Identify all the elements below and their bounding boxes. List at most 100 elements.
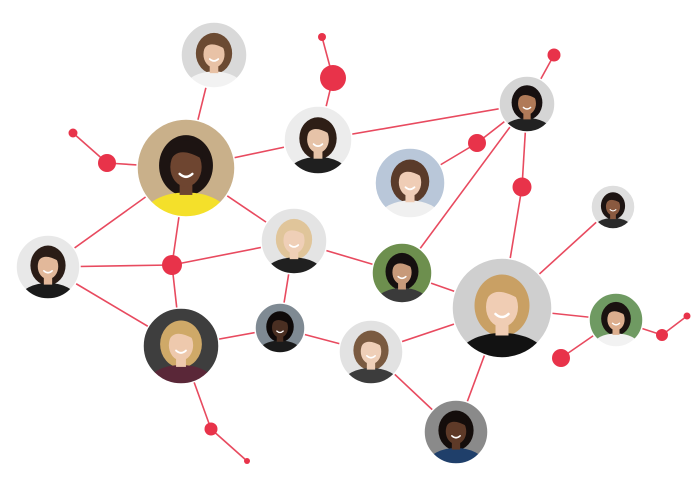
portrait-woman-long-dark-hair (499, 76, 555, 132)
portrait-smile (288, 244, 300, 248)
portrait-woman-yellow-top (137, 119, 235, 217)
portrait-fringe (282, 222, 306, 238)
portrait-face (605, 197, 621, 216)
portrait-shoulders (593, 333, 639, 347)
portrait-face (445, 418, 467, 445)
portrait-face (168, 330, 194, 361)
portrait-face (272, 317, 288, 338)
portrait-fringe (360, 333, 382, 349)
portrait-woman-dark-hair-right (591, 185, 635, 229)
portrait-ring (590, 184, 636, 230)
portrait-ring (498, 75, 556, 133)
edge (210, 428, 248, 462)
portrait-face (398, 168, 422, 197)
portrait-face (518, 92, 536, 115)
connector-dot (512, 177, 532, 197)
portrait-woman-dark-hair-green-bg (589, 293, 643, 347)
portrait-face (203, 41, 225, 68)
connector-dot (547, 48, 561, 62)
portrait-smile (611, 322, 621, 326)
connector-dot (318, 33, 326, 41)
portrait-shoulders (503, 118, 551, 132)
portrait-woman-brown-hair-top (181, 22, 247, 88)
portrait-fringe (202, 36, 226, 52)
portrait-smile (178, 172, 194, 179)
connector-dot (320, 65, 346, 91)
portrait-ring (260, 207, 328, 275)
portrait-ring (338, 319, 404, 385)
portrait-ring (142, 307, 220, 385)
portrait-fringe (445, 413, 467, 429)
portrait-woman-dark-bun (284, 106, 352, 174)
portrait-fringe (517, 88, 537, 102)
connector-dot (468, 134, 486, 152)
portrait-ring (588, 292, 644, 348)
portrait-ring (374, 147, 446, 219)
portrait-smile (404, 186, 416, 191)
portrait-shoulders (428, 448, 484, 464)
portrait-shoulders (380, 200, 440, 218)
edge (317, 103, 528, 141)
connector-dot (98, 154, 116, 172)
edges (47, 36, 688, 462)
portrait-smile (208, 58, 220, 62)
portrait-face (37, 253, 59, 280)
portrait-fringe (169, 140, 203, 164)
portrait-woman-blonde-bottom-left (143, 308, 219, 384)
portrait-shoulders (343, 368, 399, 384)
portrait-fringe (168, 324, 194, 343)
portrait-shoulders (289, 157, 347, 174)
portrait-smile (312, 143, 324, 147)
portrait-woman-short-brown-hair (375, 148, 445, 218)
portrait-face (360, 338, 382, 365)
portrait-smile (522, 106, 532, 110)
portrait-ring (136, 118, 236, 218)
portrait-shoulders (459, 333, 545, 358)
portraits (15, 21, 644, 465)
portrait-face (307, 125, 329, 153)
portrait-shoulders (258, 340, 302, 353)
portrait-woman-dark-curly-left (16, 235, 80, 299)
portrait-face (486, 287, 518, 327)
portrait-shoulders (376, 288, 428, 303)
connector-dot (552, 349, 570, 367)
portrait-face (283, 227, 305, 254)
portrait-ring (423, 399, 489, 465)
portrait-fringe (485, 279, 519, 303)
portrait-face (392, 260, 412, 285)
portrait-face (170, 147, 202, 187)
portrait-fringe (271, 313, 289, 326)
portrait-smile (366, 355, 376, 359)
portrait-fringe (605, 194, 621, 205)
connector-dot (162, 255, 182, 275)
portrait-shoulders (185, 71, 243, 88)
portrait-shoulders (20, 283, 76, 299)
portrait-smile (397, 275, 407, 280)
portrait-ring (180, 21, 248, 89)
portrait-woman-curly-bottom (424, 400, 488, 464)
portrait-smile (175, 349, 187, 354)
portrait-ring (371, 242, 433, 304)
portrait-fringe (37, 248, 59, 264)
portrait-woman-short-dark-hair-green (372, 243, 432, 303)
connector-dot (656, 329, 668, 341)
portrait-ring (15, 234, 81, 300)
portrait-fringe (606, 304, 626, 318)
portrait-shoulders (265, 257, 323, 274)
connector-dot (68, 128, 78, 138)
portrait-smile (43, 270, 53, 274)
portrait-woman-black-hair-small (255, 303, 305, 353)
portrait-smile (494, 312, 510, 319)
portrait-fringe (306, 120, 330, 137)
connector-dot (683, 312, 691, 320)
portrait-face (607, 308, 625, 331)
portrait-fringe (398, 163, 422, 180)
portrait-shoulders (148, 365, 214, 384)
portrait-smile (276, 330, 284, 334)
edge (401, 103, 528, 274)
portrait-smile (451, 435, 461, 439)
portrait-ring (283, 105, 353, 175)
portrait-smile (609, 209, 617, 212)
